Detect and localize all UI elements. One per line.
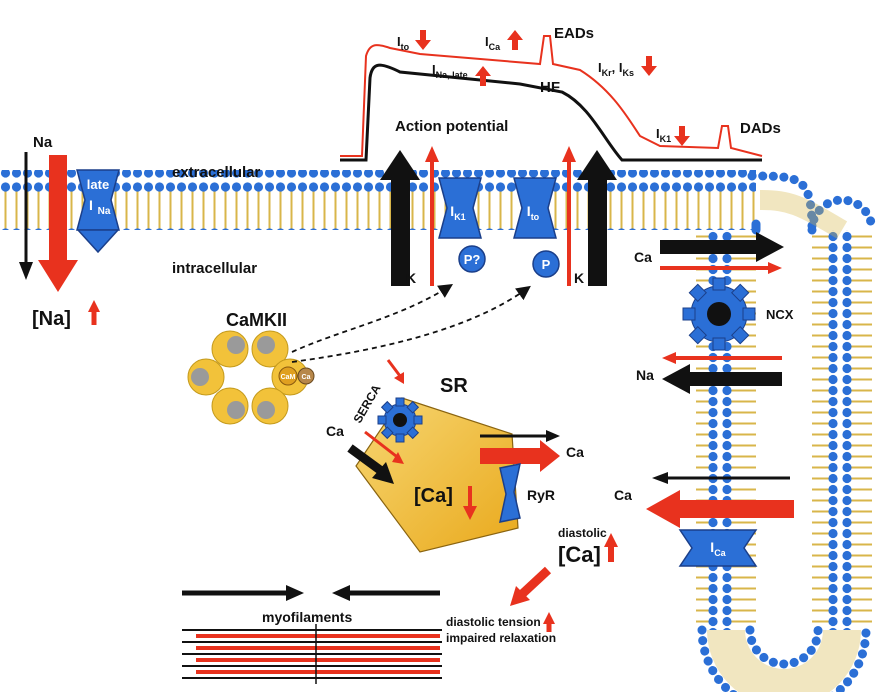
phospho-badge [532, 250, 560, 278]
ncx-exchanger: Ca NCX Na [634, 232, 794, 394]
na-concentration-label: [Na] [32, 308, 71, 330]
k-efflux-arrows: K K [380, 146, 617, 286]
svg-text:ICa: ICa [710, 539, 726, 558]
late-label: late [87, 177, 109, 192]
k-left-label: K [406, 270, 416, 286]
camkii-to-ik1-dashed-arrow [291, 284, 454, 353]
na-label: Na [33, 134, 53, 151]
ryr-release: Ca RyR [480, 430, 584, 523]
late-ina-channel: late I Na [76, 169, 120, 254]
camkii-holoenzyme: CaM Ca [187, 330, 315, 425]
eads-label: EADs [554, 25, 594, 42]
svg-text:IK1: IK1 [450, 203, 465, 222]
ica-channel [678, 529, 758, 567]
ito-down-arrow [415, 30, 431, 50]
late-ina-sub: Na [98, 206, 111, 217]
ito-label: Ito [397, 34, 410, 52]
ikr-iks-down-arrow [641, 56, 657, 76]
ca-ncx-label: Ca [634, 249, 652, 265]
ina-late-up-arrow [475, 66, 491, 86]
action-potential-title: Action potential [395, 118, 508, 135]
impaired-relaxation-label: impaired relaxation [446, 631, 556, 645]
ica-influx: Ca ICa [614, 472, 794, 567]
camkii-complex: CaMKII CaM Ca [187, 284, 531, 425]
ik1-channel: IK1 P? [438, 177, 486, 273]
ina-late-label: INa, late [432, 62, 468, 80]
ca-uptake-label: Ca [326, 423, 344, 439]
ca-release-label: Ca [566, 444, 584, 460]
ca-bound-label: Ca [302, 374, 311, 381]
ryr-label: RyR [527, 487, 555, 503]
svg-text:Ito: Ito [527, 203, 540, 222]
dads-label: DADs [740, 120, 781, 137]
ncx-gear-icon [682, 277, 756, 351]
na-influx: Na [Na] [19, 134, 100, 330]
camkii-to-ito-dashed-arrow [291, 285, 531, 363]
ca-ica-label: Ca [614, 487, 632, 503]
ica-up-arrow [507, 30, 523, 50]
extracellular-label: extracellular [172, 164, 261, 181]
p-question-label: P? [464, 252, 481, 267]
action-potential-traces: Action potential Ito ICa EADs INa, late … [340, 25, 781, 162]
sr-label: SR [440, 375, 468, 397]
ik1-label: IK1 [656, 126, 671, 144]
ncx-label: NCX [766, 307, 794, 322]
diastolic-label: diastolic [558, 526, 607, 540]
late-ina-i: I [89, 197, 93, 213]
hf-label: HF [540, 79, 560, 96]
ik1-down-arrow [674, 126, 690, 146]
diastolic-ca-label: [Ca] [558, 542, 601, 567]
intracellular-label: intracellular [172, 260, 257, 277]
ikr-iks-label: IKr, IKs [598, 60, 634, 78]
phospho-question-badge [458, 245, 486, 273]
myofilaments-label: myofilaments [262, 609, 352, 625]
myofilaments: myofilaments diastolic tension impaired … [182, 585, 556, 684]
camkii-label: CaMKII [226, 310, 287, 330]
cell-membrane [0, 170, 877, 692]
ito-channel: Ito P [513, 177, 560, 278]
sr-ca-concentration-label: [Ca] [414, 485, 453, 507]
diastolic-calcium: diastolic [Ca] [510, 526, 618, 606]
k-right-label: K [574, 270, 584, 286]
na-ncx-label: Na [636, 367, 654, 383]
cam-label: CaM [281, 374, 296, 381]
serca-gear-icon [377, 397, 423, 443]
diastolic-tension-label: diastolic tension [446, 615, 541, 629]
ica-label: ICa [485, 34, 501, 52]
p-label: P [542, 257, 551, 272]
ryr-channel [499, 463, 521, 523]
